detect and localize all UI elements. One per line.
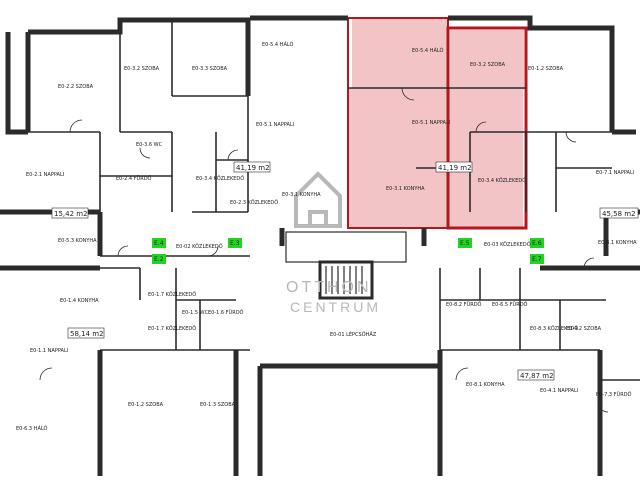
area-text: 47,87 m2 (520, 372, 554, 380)
room-label: E0-2.4 FÜRDŐ (116, 175, 152, 182)
room-label: E0-1.4 KONYHA (60, 298, 99, 304)
marker-box (530, 238, 544, 248)
area-box (599, 207, 639, 219)
marker-label: E.2 (154, 256, 164, 263)
room-label: E0-02 KÖZLEKEDŐ (176, 243, 223, 250)
interior-walls (28, 20, 640, 381)
room-label: E0-2.3 KÖZLEKEDŐ (230, 199, 278, 206)
room-label: E0-5.4 HÁLÓ (412, 47, 443, 54)
area-text: 58,14 m2 (70, 330, 104, 338)
room-label: E0-1.3 SZOBA (200, 402, 236, 408)
room-label: E0-3.4 KÖZLEKEDŐ (196, 175, 244, 182)
room-label: E0-1.7 KÖZLEKEDŐ (148, 325, 196, 332)
marker-box (152, 238, 166, 248)
area-box (517, 369, 555, 381)
room-label: E0-3.6 WC (136, 142, 163, 148)
room-label: E0-1.2 SZOBA (128, 402, 164, 408)
watermark-line-1: OTTHON (286, 279, 372, 296)
highlight-room-main (348, 88, 523, 228)
room-label: E0-1.7 KÖZLEKEDŐ (148, 291, 196, 298)
area-text: 45,58 m2 (602, 210, 636, 218)
highlight-outline-b (446, 26, 528, 230)
room-label: E0-01 LÉPCSŐHÁZ (330, 330, 377, 338)
room-label: E0-5.3 KONYHA (58, 238, 97, 244)
stair-markers: E.4 E.3 E.2 E.5 E.6 E.7 (152, 238, 544, 264)
watermark: OTTHON CENTRUM (286, 171, 381, 315)
room-label: E0-3.2 SZOBA (124, 66, 160, 72)
door-swings (39, 87, 609, 413)
marker-label: E.4 (154, 240, 164, 247)
watermark-logo (294, 171, 342, 228)
room-label: E0-3.3 SZOBA (192, 66, 228, 72)
marker-label: E.6 (532, 240, 542, 247)
area-labels: 15,42 m2 41,19 m2 41,19 m2 45,58 m2 58,1… (51, 161, 639, 381)
area-text: 41,19 m2 (236, 164, 270, 172)
watermark-line-2: CENTRUM (290, 299, 381, 315)
marker-box (228, 238, 242, 248)
marker-box (152, 254, 166, 264)
room-label: E0-7.1 NAPPALI (596, 170, 634, 176)
room-label: E0-1.2 SZOBA (528, 66, 564, 72)
room-label: E0-3.1 KONYHA (386, 186, 425, 192)
room-label: E0-4.1 NAPPALI (540, 388, 578, 394)
area-text: 15,42 m2 (54, 210, 88, 218)
room-label: E0-6.5 FÜRDŐ (492, 301, 528, 308)
room-label: E0-5.1 NAPPALI (412, 120, 450, 126)
area-text: 41,19 m2 (438, 164, 472, 172)
marker-box (458, 238, 472, 248)
room-label: E0-6.3 HÁLÓ (16, 425, 47, 432)
highlighted-apartment[interactable] (347, 17, 528, 230)
room-label: E0-03 KÖZLEKEDŐ (484, 241, 531, 248)
room-label: E0-4.2 SZOBA (566, 326, 602, 332)
room-label: E0-8.1 KONYHA (466, 382, 505, 388)
area-box (67, 327, 105, 339)
area-box (435, 161, 473, 173)
room-label: E0-7.3 FÜRDŐ (596, 391, 632, 398)
room-label: E0-2.2 SZOBA (58, 84, 94, 90)
highlight-room-bedroom (450, 30, 524, 90)
room-label: E0-3.4 KÖZLEKEDŐ (478, 177, 526, 184)
room-label: E0-5.4 HÁLÓ (262, 41, 293, 48)
marker-box (530, 254, 544, 264)
area-box (51, 207, 89, 219)
room-labels: E0-2.2 SZOBA E0-3.2 SZOBA E0-3.3 SZOBA E… (16, 41, 637, 432)
area-box (233, 161, 271, 173)
highlight-room-upper (352, 18, 448, 88)
marker-label: E.5 (460, 240, 470, 247)
stair-landing (285, 231, 407, 263)
room-label: E0-3.1 KONYHA (282, 192, 321, 198)
room-label: E0-8.3 KÖZLEKEDŐ (530, 325, 578, 332)
staircase (285, 231, 407, 300)
room-label: E0-2.1 NAPPALI (26, 172, 64, 178)
room-label: E0-1.5 WC (182, 310, 209, 316)
room-label: E0-1.1 NAPPALI (30, 348, 68, 354)
marker-label: E.7 (532, 256, 542, 263)
room-label: E0-8.1 KONYHA (598, 240, 637, 246)
room-label: E0-5.1 NAPPALI (256, 122, 294, 128)
room-label: E0-3.2 SZOBA (470, 62, 506, 68)
structural-walls (0, 15, 640, 476)
marker-label: E.3 (230, 240, 240, 247)
room-label: E0-1.6 FÜRDŐ (208, 309, 244, 316)
room-label: E0-8.2 FÜRDŐ (446, 301, 482, 308)
